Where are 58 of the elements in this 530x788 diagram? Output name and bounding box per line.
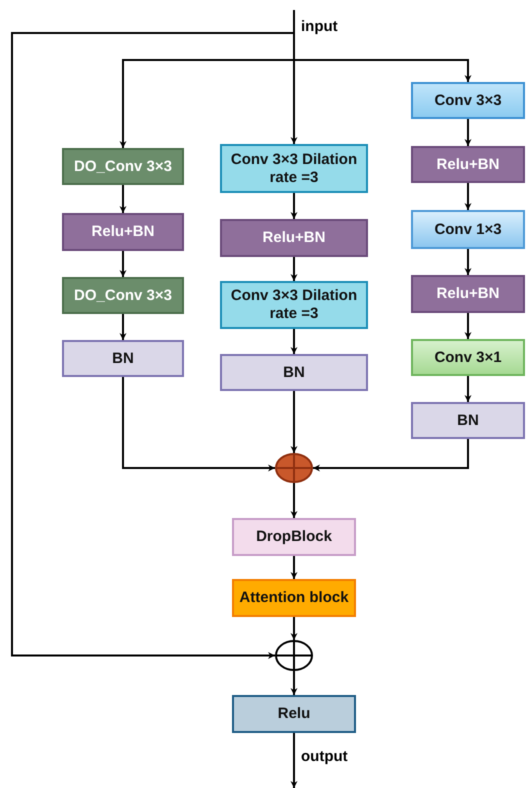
arrow <box>464 313 472 339</box>
arrow <box>464 249 472 275</box>
process-box <box>411 275 525 313</box>
box-label: Conv 3×3 <box>434 92 502 110</box>
arrow <box>290 391 298 453</box>
arrow <box>120 251 126 277</box>
box-label: Relu <box>278 705 310 723</box>
process-box <box>411 339 525 376</box>
flow-label: output <box>300 748 349 765</box>
process-box <box>62 277 184 314</box>
process-box <box>411 146 525 183</box>
box-label: Relu+BN <box>262 229 326 247</box>
arrow <box>122 377 275 472</box>
process-box <box>62 340 184 377</box>
box-label: DO_Conv 3×3 <box>74 158 172 176</box>
process-box <box>411 82 525 119</box>
box-label: Relu+BN <box>92 223 154 241</box>
process-box <box>62 148 184 185</box>
box-label: BN <box>457 412 479 430</box>
sum-circle <box>275 453 313 483</box>
box-label: DropBlock <box>256 528 332 546</box>
box-label: Conv 1×3 <box>434 220 502 238</box>
process-box <box>220 354 368 391</box>
flow-label: input <box>300 18 339 35</box>
arrow <box>313 439 469 472</box>
arrow <box>290 617 298 640</box>
arrow <box>11 10 295 659</box>
arrow <box>120 314 126 340</box>
process-box <box>232 518 356 556</box>
arrow <box>464 119 472 146</box>
sum-circle <box>275 640 313 671</box>
process-box <box>232 579 356 617</box>
arrow <box>290 733 298 788</box>
arrow <box>464 183 472 210</box>
arrow <box>464 376 472 402</box>
box-label: BN <box>112 350 134 368</box>
arrow <box>290 193 298 219</box>
process-box <box>232 695 356 733</box>
process-box <box>220 219 368 257</box>
arrow <box>290 556 298 579</box>
box-label: Relu+BN <box>436 156 500 174</box>
process-box <box>220 281 368 329</box>
arrow <box>120 185 126 213</box>
box-label: Conv 3×3 Dilation rate =3 <box>230 150 358 186</box>
arrow <box>290 671 298 695</box>
process-box <box>220 144 368 193</box>
box-label: BN <box>283 364 305 382</box>
process-box <box>411 210 525 249</box>
process-box <box>411 402 525 439</box>
box-label: Conv 3×3 Dilation rate =3 <box>230 287 358 323</box>
arrow <box>290 329 298 354</box>
process-box <box>62 213 184 251</box>
box-label: Conv 3×1 <box>434 348 502 366</box>
box-label: DO_Conv 3×3 <box>74 286 172 304</box>
arrow <box>290 483 298 518</box>
box-label: Attention block <box>239 589 349 607</box>
box-label: Relu+BN <box>436 285 500 303</box>
arrow <box>290 257 298 281</box>
